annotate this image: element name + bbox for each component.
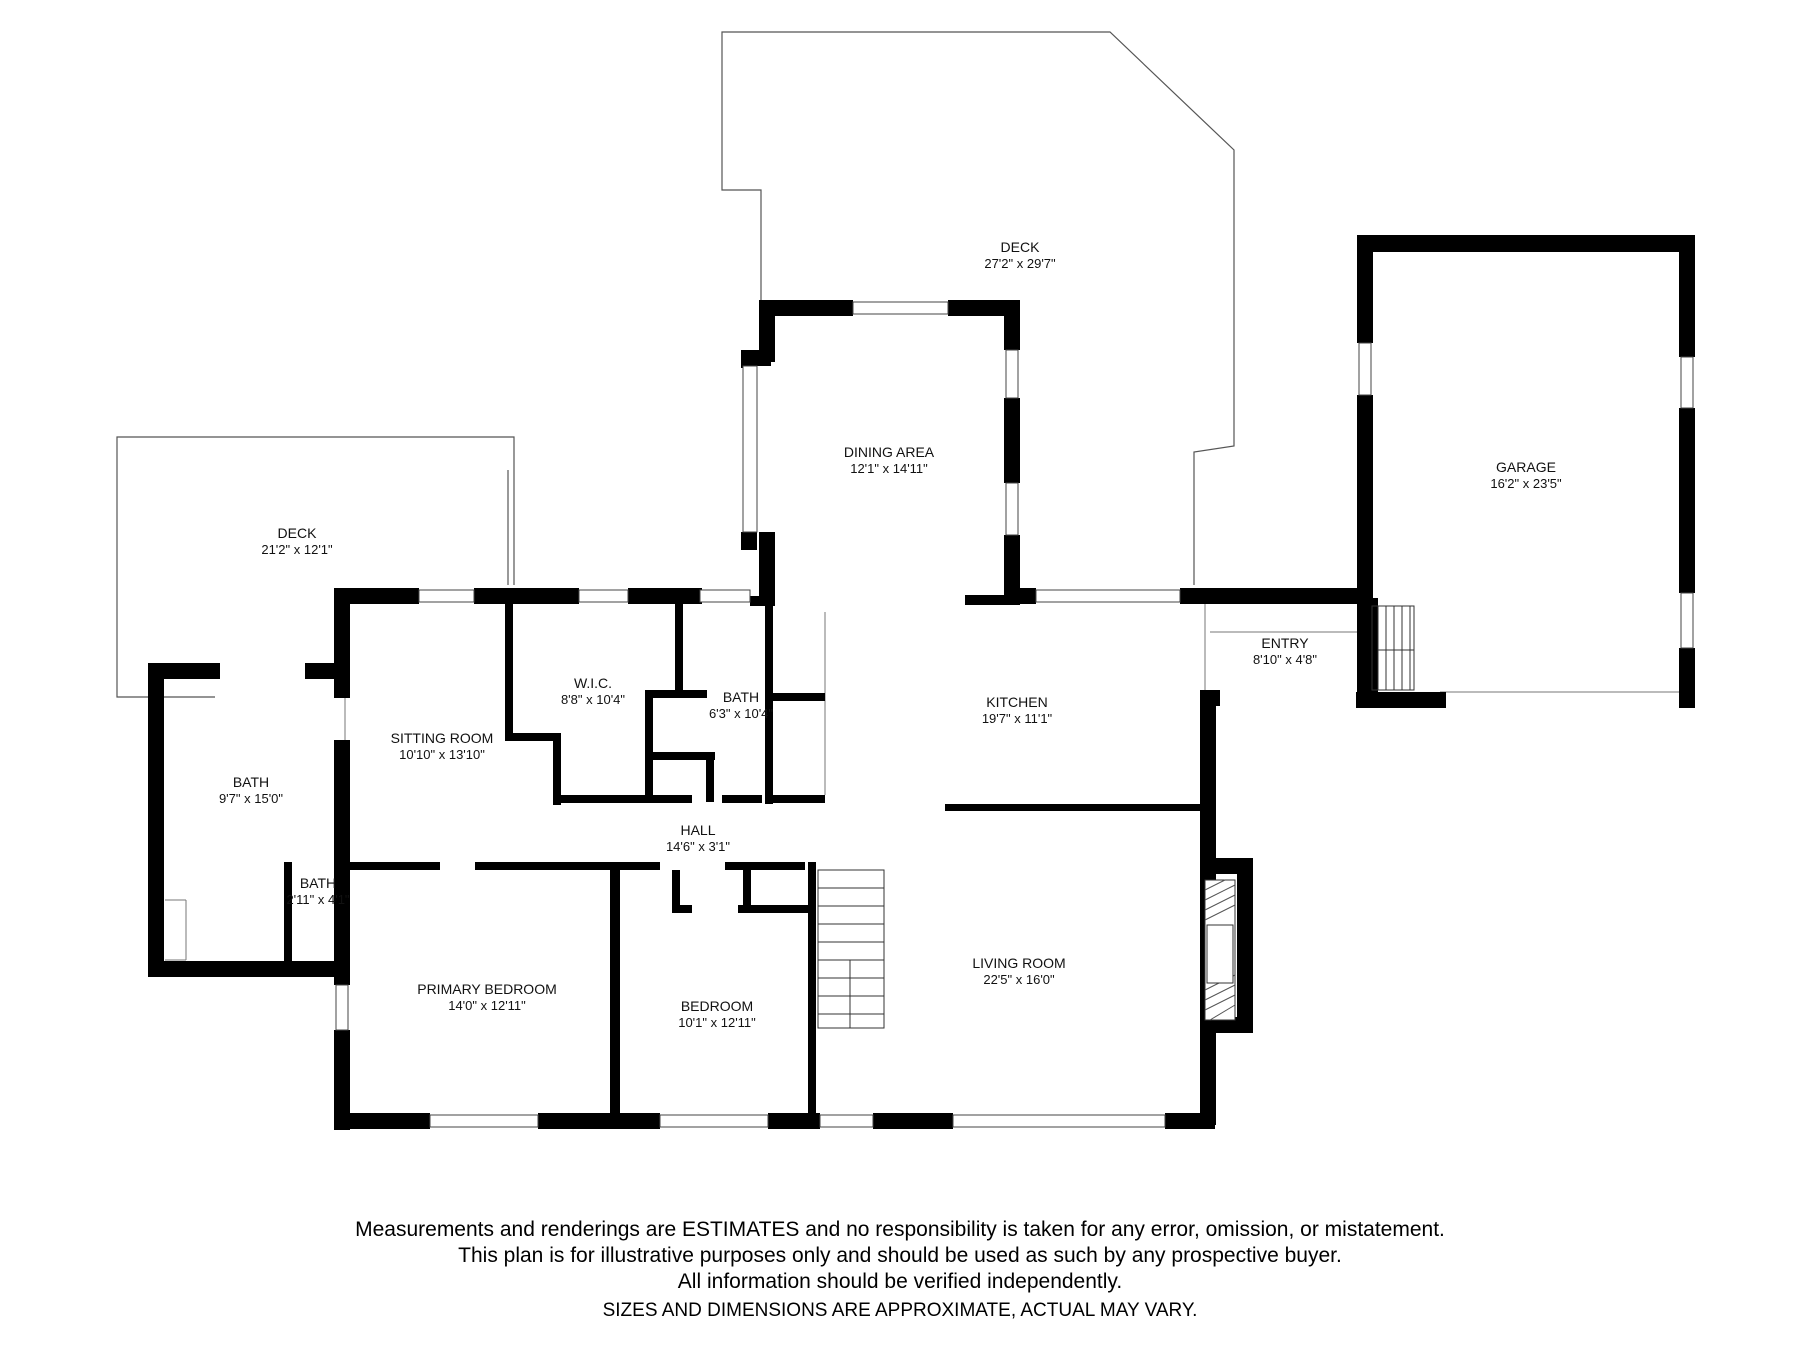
bedroom-name: BEDROOM	[681, 998, 753, 1014]
living-dims: 22'5" x 16'0"	[983, 972, 1055, 987]
bath-small-name: BATH	[300, 875, 336, 891]
wic-dims: 8'8" x 10'4"	[561, 692, 625, 707]
kitchen-name: KITCHEN	[986, 694, 1047, 710]
bath-center-dims: 6'3" x 10'4"	[709, 706, 773, 721]
wic-name: W.I.C.	[574, 675, 612, 691]
primary-bedroom-name: PRIMARY BEDROOM	[417, 981, 557, 997]
fireplace	[1204, 879, 1236, 1021]
disclaimer-line-3: All information should be verified indep…	[677, 1270, 1123, 1293]
walls	[148, 235, 1695, 1130]
kitchen-dims: 19'7" x 11'1"	[982, 711, 1053, 726]
garage-name: GARAGE	[1496, 459, 1556, 475]
bath-left-dims: 9'7" x 15'0"	[219, 791, 283, 806]
thin-lines	[165, 598, 1680, 961]
deck-left-name: DECK	[278, 525, 318, 541]
living-name: LIVING ROOM	[972, 955, 1065, 971]
bath-left-name: BATH	[233, 774, 269, 790]
hall-dims: 14'6" x 3'1"	[666, 839, 730, 854]
entry-name: ENTRY	[1261, 635, 1309, 651]
dining-name: DINING AREA	[844, 444, 935, 460]
hall-name: HALL	[680, 822, 715, 838]
sitting-name: SITTING ROOM	[391, 730, 494, 746]
deck-left-dims: 21'2" x 12'1"	[261, 542, 333, 557]
garage-dims: 16'2" x 23'5"	[1490, 476, 1562, 491]
room-labels: DECK 27'2" x 29'7" DECK 21'2" x 12'1" GA…	[219, 239, 1562, 1030]
windows	[335, 301, 1694, 1128]
stairs	[817, 605, 1415, 1029]
deck-top-name: DECK	[1001, 239, 1041, 255]
entry-dims: 8'10" x 4'8"	[1253, 652, 1317, 667]
disclaimer-line-2: This plan is for illustrative purposes o…	[458, 1244, 1342, 1267]
dining-dims: 12'1" x 14'11"	[850, 461, 928, 476]
bedroom-dims: 10'1" x 12'11"	[678, 1015, 756, 1030]
disclaimer-line-4: SIZES AND DIMENSIONS ARE APPROXIMATE, AC…	[602, 1300, 1198, 1321]
bath-small-dims: 2'11" x 4'1"	[286, 892, 349, 907]
deck-top-dims: 27'2" x 29'7"	[984, 256, 1056, 271]
primary-bedroom-dims: 14'0" x 12'11"	[448, 998, 526, 1013]
disclaimer-line-1: Measurements and renderings are ESTIMATE…	[355, 1218, 1445, 1241]
sitting-dims: 10'10" x 13'10"	[399, 747, 485, 762]
bath-center-name: BATH	[723, 689, 759, 705]
